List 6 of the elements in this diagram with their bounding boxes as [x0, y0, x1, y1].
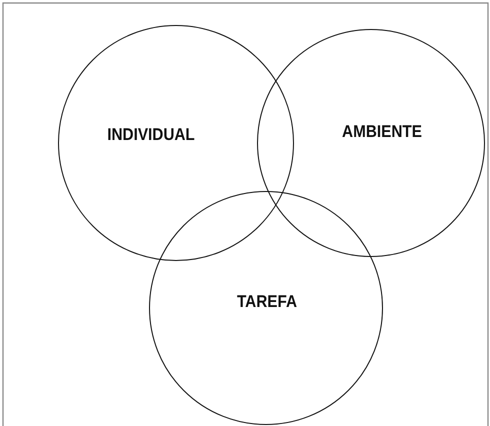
circle-label: TAREFA [236, 292, 298, 312]
circle-label: AMBIENTE [342, 122, 422, 142]
venn-circle [58, 25, 294, 261]
circle-label: INDIVIDUAL [107, 125, 195, 145]
venn-circle [149, 191, 383, 425]
venn-circle [257, 29, 485, 257]
